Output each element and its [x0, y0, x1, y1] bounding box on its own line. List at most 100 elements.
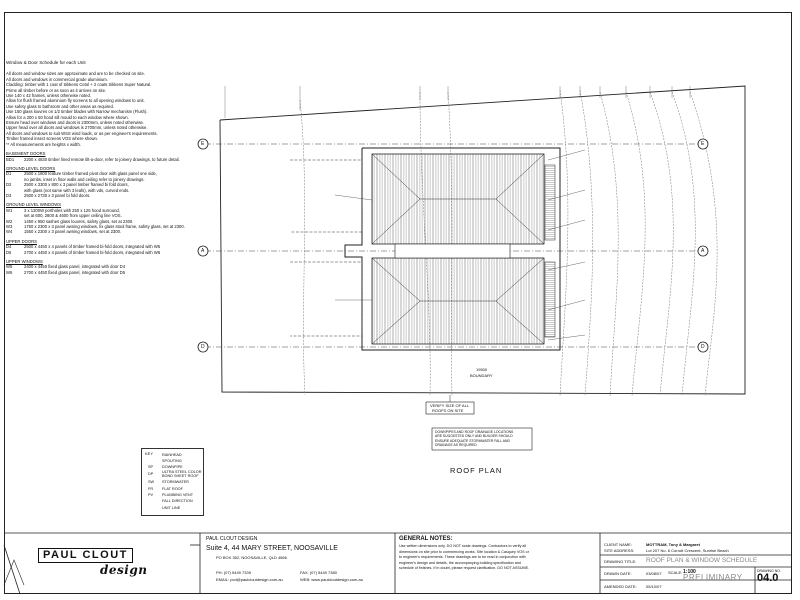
downpipe-note-line: ARE SUGGESTED ONLY AND BUILDER SHOULD	[435, 434, 513, 439]
site-boundary	[219, 85, 746, 395]
firm-logo: PAUL CLOUT	[38, 548, 133, 563]
firm-logo-script: design	[100, 563, 148, 577]
firm-phone: PH: (07) 5449 7339	[216, 570, 251, 575]
schedule-text: with glass (not same with 3 leafs), with…	[24, 187, 130, 193]
grid-bubbles	[197, 138, 709, 353]
status-stamp: PRELIMINARY	[683, 573, 743, 582]
schedule-general-note: Use 140 x 42 frames, unless otherwise no…	[6, 93, 91, 99]
schedule-row: W2 1450 x 950 sashes glass louvres, safet…	[6, 219, 196, 224]
schedule-general-note: All doors and windows in commercial grad…	[6, 76, 108, 82]
schedule-code: W6	[6, 269, 13, 275]
schedule-general-note: All doors and windows to suit WSS wind l…	[6, 130, 158, 136]
schedule-code: D4	[6, 244, 12, 250]
roof-link	[394, 243, 511, 259]
schedule-code: D1	[6, 171, 12, 177]
general-note-line: Use written dimensions only. DO NOT scal…	[399, 544, 527, 548]
general-notes: Use written dimensions only. DO NOT scal…	[399, 544, 529, 572]
schedule-general-note: Use safety glass to bathroom and other a…	[6, 103, 115, 109]
schedule-text: 2200 x 4830 timber lined remote tilt-a-d…	[24, 156, 180, 162]
key-symbol: SW	[148, 480, 155, 484]
schedule-row: D4 2500 x 4450 x 4 panels of timber frame…	[6, 244, 196, 249]
schedule-general-note: Allow for a 200 x 50 hood sill mould to …	[6, 114, 129, 120]
schedule-section-heading: GROUND LEVEL DOORS	[6, 165, 56, 171]
scale-value: 1:100	[683, 569, 696, 575]
key-item: FALL DIRECTION	[162, 499, 193, 503]
downpipe-note-line: ENSURE ADEQUATE STORMWATER FALL AND	[435, 438, 510, 443]
bottom-dimension: 19500	[476, 367, 488, 372]
schedule-row: W4 1550 x 2300 x 3 panel awning windows, …	[6, 229, 196, 234]
grid-label-left-e: E	[201, 141, 205, 147]
sheet-border	[4, 12, 792, 594]
schedule-general-note: Upper head over all doors and windows is…	[6, 125, 148, 131]
key-item: SPOUTING	[162, 459, 182, 463]
key-item: BOND SHEET ROOF	[162, 474, 199, 478]
site-address: Lot 207 No. 6 Corrutt Crescent, Sunrise …	[646, 548, 729, 553]
schedule-text: 1450 x 950 sashes glass louvres, safety …	[24, 218, 134, 224]
schedule-text: 2500 x 2730 x 3 panel bi fold doors.	[24, 192, 91, 198]
amended-date: 05/10/07	[646, 584, 662, 589]
general-note-line: to engineer's requirements. These drawin…	[399, 555, 526, 560]
general-note-line: dimensions on site prior to commencing w…	[399, 549, 529, 554]
verify-note-line-2: ROOFS ON SITE	[432, 408, 464, 413]
schedule-code: W1	[6, 207, 13, 213]
schedule-text: 1750 x 2300 x 3 panel awning windows, fi…	[24, 223, 185, 229]
schedule-code: D5	[6, 249, 12, 255]
schedule-general-note: Prime all timber before or as soon as it…	[6, 87, 107, 93]
key-symbol: SP	[148, 465, 154, 469]
schedule-row: with glass (not same with 3 leafs), with…	[6, 188, 196, 193]
schedule-code: D3	[6, 192, 12, 198]
schedule-section-heading: BASEMENT DOORS	[6, 151, 46, 157]
downpipe-note: DOWNPIPES AND ROOF DRAINAGE LOCATIONS AR…	[435, 430, 513, 448]
client-name: MOTTRAM, Tony & Margaret	[646, 542, 700, 547]
grid-label-left-d: D	[201, 344, 205, 350]
schedule-text: 1550 x 2300 x 3 panel awning windows, se…	[24, 229, 122, 235]
schedule-code: W5	[6, 264, 13, 270]
drawing-title-label: DRAWING TITLE:	[604, 559, 637, 564]
schedule-row: set at 600, 2800 & 4600 from upper ceili…	[6, 213, 196, 218]
schedule-general-note: Use 150 glass louvres on 1/2 timber blad…	[6, 109, 148, 115]
bottom-boundary-label: BOUNDARY	[470, 373, 493, 378]
schedule-code: W4	[6, 229, 13, 235]
schedule-code: W3	[6, 223, 13, 229]
downpipe-note-line: DRAINAGE AS REQUIRED	[435, 443, 477, 448]
key-item: FLAT ROOF	[162, 487, 183, 491]
sheet-number: 04.0	[757, 572, 779, 584]
schedule-title: Window & Door Schedule for each Unit	[6, 60, 86, 65]
key-symbol: PV	[148, 493, 154, 497]
building-outline	[344, 147, 561, 351]
grid-label-right-e: E	[701, 141, 705, 147]
schedule-general-note: ** All measurements are heights x width.	[6, 141, 81, 147]
schedule-code: W2	[6, 218, 13, 224]
schedule-general-note: All doors and window sizes are approxima…	[6, 71, 145, 77]
schedule-row: D3 2500 x 2730 x 3 panel bi fold doors.	[6, 193, 196, 198]
schedule-section-heading: GROUND LEVEL WINDOWS	[6, 202, 61, 208]
key-symbol: DP	[148, 472, 154, 476]
key-item: STORMWATER	[162, 480, 189, 484]
drawing-title: ROOF PLAN & WINDOW SCHEDULE	[646, 557, 758, 564]
contour-lines	[299, 89, 718, 397]
schedule-section-heading: UPPER WINDOWS	[6, 259, 43, 264]
key-item: RAINHEAD	[162, 453, 182, 457]
schedule-text: 2500 x 4450 x 4 panels of timber framed …	[24, 244, 161, 250]
deck-outline	[290, 159, 363, 233]
sheet-number-label: DRAWING NO.	[757, 569, 781, 573]
firm-email: EMAIL: pcd@paulcloutdesign.com.au	[216, 577, 283, 582]
grid-label-left-a: A	[201, 248, 205, 254]
window-door-schedule: Window & Door Schedule for each Unit All…	[6, 60, 196, 275]
general-note-line: schedule of finishes. If in doubt, pleas…	[399, 566, 530, 571]
downpipe-note-line: DOWNPIPES AND ROOF DRAINAGE LOCATIONS	[435, 430, 514, 434]
schedule-text: no jambs, inset in floor walls and ceili…	[24, 176, 145, 182]
leader-lines	[334, 149, 586, 341]
legend-key: KEY RAINHEAD SPOUTING DOWNPIPE ULTRA STE…	[141, 448, 204, 516]
key-title: KEY	[145, 451, 154, 456]
schedule-row: W3 1750 x 2300 x 3 panel awning windows, …	[6, 224, 196, 229]
drawn-date-label: DRAWN DATE:	[604, 571, 632, 576]
key-item: PLUMBING VENT	[162, 493, 194, 497]
